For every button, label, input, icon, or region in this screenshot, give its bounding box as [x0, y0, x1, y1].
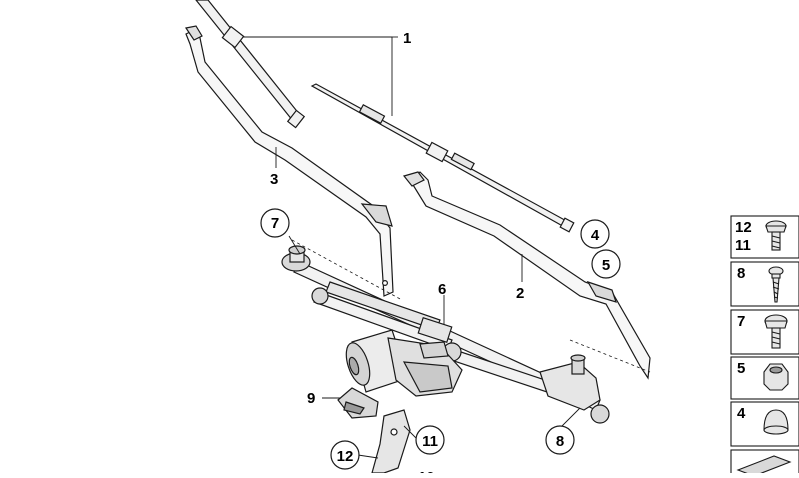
callout-8: 8 — [556, 433, 564, 450]
callout-circle-11: 11 — [415, 425, 445, 455]
wiper-motor — [345, 329, 463, 397]
callout-4: 4 — [591, 227, 600, 244]
screw-icon — [765, 220, 787, 251]
fastener-box-7 — [730, 309, 799, 355]
cap-icon — [763, 409, 789, 435]
callout-1: 1 — [403, 30, 411, 47]
wiper-arm-3 — [185, 25, 394, 297]
leader-lines — [243, 36, 581, 459]
callout-3: 3 — [270, 171, 278, 188]
callout-6: 6 — [438, 281, 446, 298]
fastener-box-8 — [730, 261, 799, 307]
callout-2: 2 — [516, 285, 524, 302]
fastener-box-12-11 — [730, 215, 799, 259]
callout-12: 12 — [337, 448, 354, 465]
bracket-12 — [371, 409, 411, 474]
callout-circle-7: 7 — [260, 208, 290, 238]
side-label-12: 12 — [735, 219, 752, 236]
nut-icon — [763, 363, 789, 391]
callout-5: 5 — [602, 257, 610, 274]
side-label-11: 11 — [735, 237, 751, 254]
callout-10: 10 — [418, 469, 435, 473]
callout-circle-4: 4 — [580, 219, 610, 249]
wiper-linkage — [281, 239, 651, 424]
callout-7: 7 — [271, 215, 279, 232]
callout-9: 9 — [307, 390, 315, 407]
screw-icon — [768, 266, 784, 303]
callout-11: 11 — [422, 433, 438, 450]
callout-circle-12: 12 — [330, 440, 360, 470]
fastener-panel — [730, 215, 799, 478]
wiper-arm-2 — [402, 171, 651, 380]
callout-circle-8: 8 — [545, 425, 575, 455]
callout-circle-5: 5 — [591, 249, 621, 279]
side-label-8: 8 — [737, 265, 745, 282]
side-label-4: 4 — [737, 405, 746, 422]
screw-icon — [764, 314, 788, 349]
side-label-7: 7 — [737, 313, 745, 330]
wiper-blade-center — [310, 83, 575, 233]
bracket-9 — [337, 387, 379, 419]
side-label-5: 5 — [737, 360, 745, 377]
wiper-blade-left — [195, 0, 306, 129]
